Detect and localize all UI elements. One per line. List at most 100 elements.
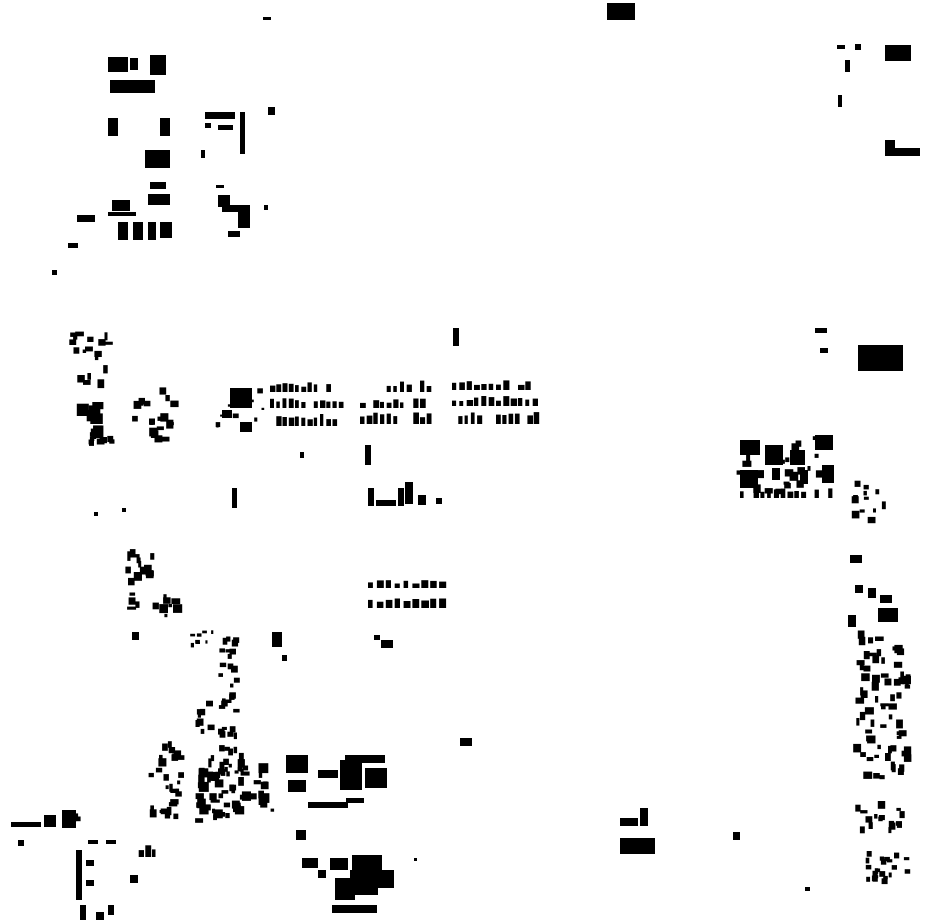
building	[859, 664, 864, 671]
building	[196, 709, 203, 715]
building	[257, 388, 263, 394]
building	[904, 684, 911, 689]
building	[75, 331, 84, 337]
building	[250, 399, 254, 403]
building	[218, 673, 223, 677]
building	[879, 856, 884, 861]
building	[787, 491, 794, 498]
building	[453, 328, 459, 346]
building	[133, 572, 142, 581]
building	[740, 470, 758, 488]
building	[820, 348, 828, 353]
building	[202, 804, 211, 811]
building	[87, 373, 91, 380]
building	[326, 384, 331, 392]
building	[859, 711, 866, 721]
building	[237, 759, 245, 768]
building	[380, 401, 384, 408]
building	[296, 830, 306, 840]
building	[393, 386, 397, 392]
building	[86, 409, 97, 422]
building	[107, 435, 114, 443]
building	[301, 402, 306, 408]
building	[198, 774, 205, 785]
building	[812, 436, 819, 440]
building	[108, 905, 114, 915]
building	[510, 398, 518, 406]
building	[891, 865, 897, 870]
building	[452, 400, 457, 406]
building	[895, 821, 902, 826]
building	[893, 678, 901, 686]
building	[219, 761, 225, 772]
building	[865, 864, 872, 870]
building	[877, 801, 886, 809]
building	[224, 766, 228, 772]
building	[902, 675, 911, 685]
building	[239, 794, 245, 800]
building	[888, 872, 892, 878]
building	[856, 718, 860, 726]
building	[108, 57, 128, 72]
building	[240, 422, 252, 432]
building	[345, 755, 385, 763]
building	[815, 328, 827, 333]
building	[863, 771, 873, 779]
building	[221, 726, 227, 730]
building	[18, 840, 24, 846]
building	[99, 437, 107, 444]
building	[828, 488, 833, 498]
building	[872, 674, 880, 683]
building	[89, 440, 94, 446]
building	[219, 662, 227, 668]
building	[877, 868, 881, 873]
building	[197, 782, 204, 789]
building	[196, 718, 204, 726]
building	[854, 480, 861, 487]
building	[376, 580, 384, 588]
building	[901, 750, 910, 757]
building	[398, 488, 404, 506]
building	[368, 582, 373, 588]
building	[173, 604, 183, 613]
building	[878, 816, 883, 822]
building	[177, 780, 181, 785]
building	[385, 580, 391, 588]
building	[822, 465, 834, 483]
building	[152, 849, 156, 857]
building	[525, 381, 531, 390]
building	[888, 827, 892, 834]
building	[887, 859, 893, 863]
building	[376, 500, 396, 506]
building	[276, 416, 282, 426]
building	[96, 912, 104, 920]
building	[94, 512, 98, 516]
building	[276, 384, 282, 392]
building	[866, 735, 870, 742]
building	[228, 748, 233, 756]
building	[301, 386, 307, 392]
building	[436, 498, 442, 504]
building	[426, 413, 432, 424]
building	[227, 653, 232, 659]
building	[881, 657, 885, 664]
building	[270, 398, 274, 408]
building	[85, 346, 93, 352]
building	[169, 783, 173, 792]
building	[261, 407, 265, 410]
building	[503, 380, 510, 390]
building	[122, 508, 126, 512]
building	[857, 630, 865, 639]
building	[855, 44, 861, 50]
building	[876, 649, 882, 657]
building	[896, 807, 901, 811]
building	[138, 560, 142, 568]
building	[264, 205, 268, 210]
building	[199, 767, 205, 774]
building	[288, 780, 306, 792]
building	[149, 418, 155, 425]
building	[168, 747, 176, 754]
building	[83, 380, 91, 385]
building	[295, 385, 299, 392]
building	[874, 754, 879, 758]
